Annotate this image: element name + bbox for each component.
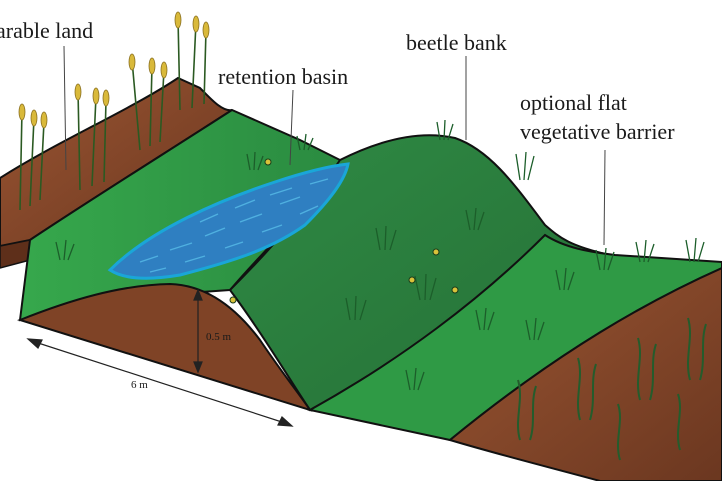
vegetative-barrier-label-line1: optional flat	[520, 90, 627, 115]
retention-basin-label: retention basin	[218, 64, 349, 89]
beetle-bank-label: beetle bank	[406, 30, 507, 55]
front-mound	[17, 282, 313, 412]
label-leaders	[63, 45, 606, 246]
length-arrow	[26, 338, 294, 427]
retention-basin	[107, 162, 350, 280]
height-dimension-label: 0.5 m	[206, 331, 232, 343]
vegetative-barrier-label: optional flat vegetative barrier	[520, 88, 675, 146]
beetle-flowers	[229, 158, 459, 304]
weed-plants	[517, 317, 707, 461]
height-arrow	[193, 288, 203, 374]
arable-land-label: arable land	[0, 18, 94, 43]
grass-tufts	[55, 119, 705, 391]
length-dimension-label: 6 m	[131, 379, 148, 391]
vegetative-barrier-label-line2: vegetative barrier	[520, 119, 675, 144]
water-ripples	[139, 178, 329, 273]
wheat-heads	[18, 11, 210, 129]
wheat-plants	[19, 17, 207, 211]
